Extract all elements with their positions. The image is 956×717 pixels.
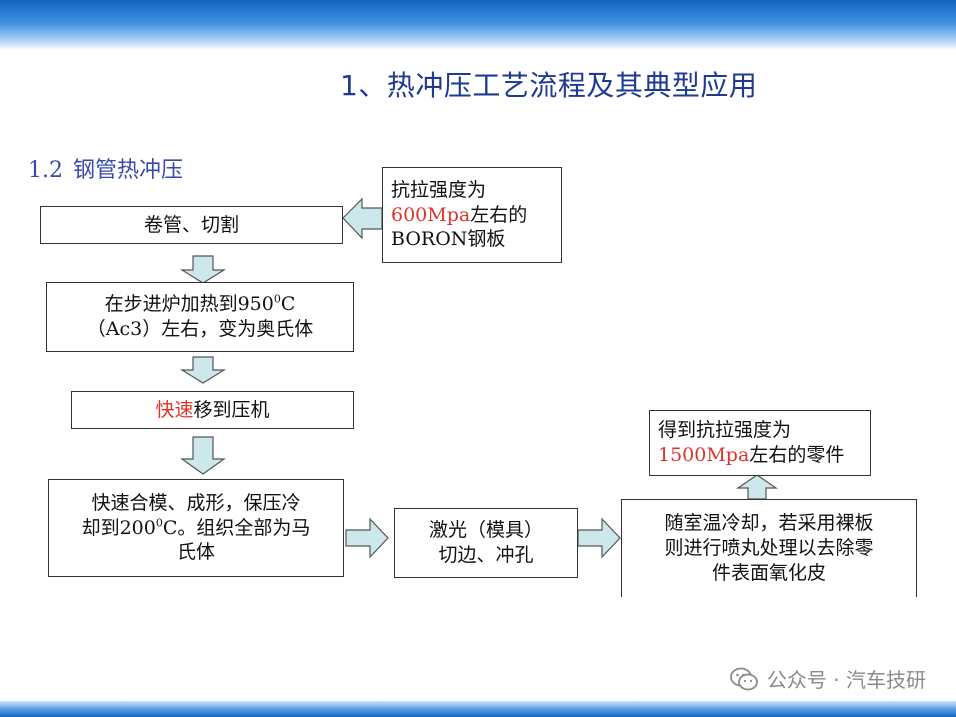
step-press-line1: 快速合模、成形，保压冷 <box>91 491 301 514</box>
result-strength-value: 1500Mpa <box>658 444 750 466</box>
wechat-icon <box>730 667 758 690</box>
arrow-down-1 <box>179 255 227 284</box>
degree-sup: 0 <box>273 292 281 306</box>
step-cool-shotblast: 随室温冷却，若采用裸板 则进行喷丸处理以去除零 件表面氧化皮 <box>621 499 917 597</box>
arrow-right-1 <box>345 517 389 559</box>
step-transfer-press: 快速移到压机 <box>71 391 354 429</box>
result-line1: 得到抗拉强度为 <box>658 419 792 442</box>
section-heading: 1.2 钢管热冲压 <box>28 152 183 184</box>
step-cool-line2: 则进行喷丸处理以去除零 <box>664 537 874 560</box>
result-box: 得到抗拉强度为 1500Mpa左右的零件 <box>649 410 871 476</box>
step-laser-trim: 激光（模具） 切边、冲孔 <box>394 508 578 578</box>
step-press-quench: 快速合模、成形，保压冷 却到2000C。组织全部为马 氏体 <box>48 479 344 577</box>
arrow-right-2 <box>577 517 621 559</box>
material-strength-value: 600Mpa <box>391 203 471 226</box>
step-laser-line2: 切边、冲孔 <box>438 544 534 566</box>
material-line2: 左右的 <box>470 203 528 226</box>
material-line3: BORON钢板 <box>391 228 506 251</box>
step-furnace-heat: 在步进炉加热到9500C （Ac3）左右，变为奥氏体 <box>46 282 354 352</box>
material-box: 抗拉强度为 600Mpa左右的 BORON钢板 <box>382 167 562 263</box>
result-line2: 左右的零件 <box>749 444 845 466</box>
step-press-line2b: C。组织全部为马 <box>162 516 311 539</box>
step-transfer-rest: 移到压机 <box>193 398 270 421</box>
arrow-up-1 <box>736 474 778 500</box>
step-furnace-line2: （Ac3）左右，变为奥氏体 <box>86 318 314 340</box>
bottom-gradient-band <box>0 701 956 717</box>
step-cool-line3: 件表面氧化皮 <box>711 561 826 584</box>
section-number: 1.2 <box>28 158 63 183</box>
step-cool-line1: 随室温冷却，若采用裸板 <box>664 512 874 535</box>
degree-sup: 0 <box>155 516 163 530</box>
slide-title: 1、热冲压工艺流程及其典型应用 <box>340 69 758 102</box>
step-furnace-line1-end: C <box>280 293 296 316</box>
material-line1: 抗拉强度为 <box>391 178 487 201</box>
step-press-line2a: 却到200 <box>81 516 156 539</box>
watermark: 公众号 · 汽车技研 <box>729 664 926 693</box>
step-laser-line1: 激光（模具） <box>428 519 543 542</box>
watermark-text: 公众号 · 汽车技研 <box>766 668 926 692</box>
arrow-down-2 <box>179 356 227 384</box>
arrow-left-material <box>342 197 383 240</box>
step-furnace-line1: 在步进炉加热到950 <box>104 293 274 316</box>
step-roll-cut-label: 卷管、切割 <box>143 213 239 236</box>
top-gradient-band <box>0 0 956 50</box>
arrow-down-3 <box>180 436 226 475</box>
step-transfer-fast: 快速 <box>155 398 194 421</box>
section-title: 钢管热冲压 <box>73 158 184 183</box>
step-press-line3: 氏体 <box>176 541 215 564</box>
step-roll-cut: 卷管、切割 <box>40 206 343 244</box>
